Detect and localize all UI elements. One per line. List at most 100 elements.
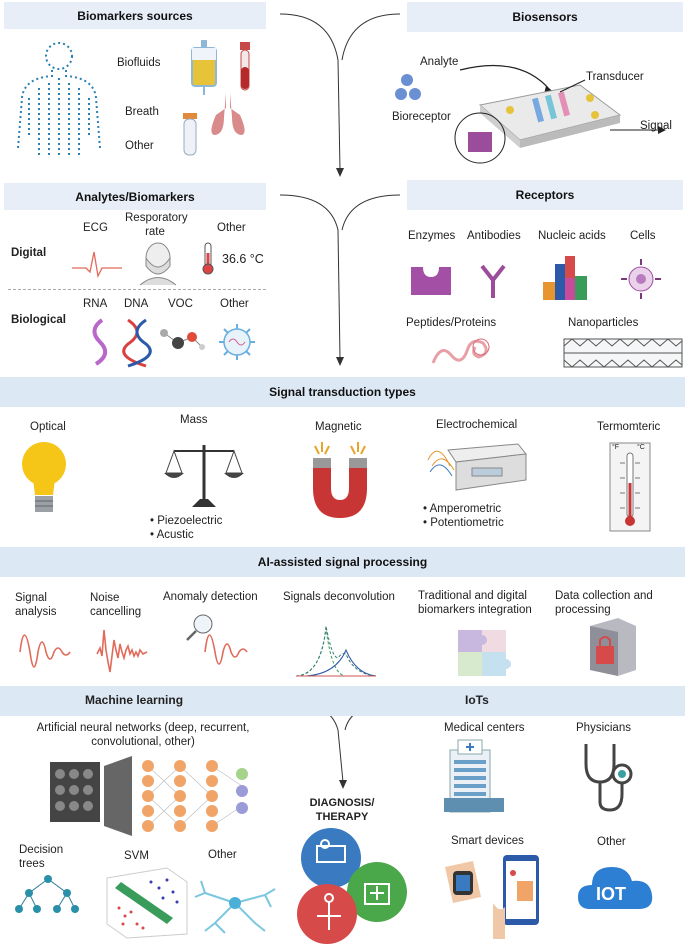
- bioreceptor-label: Bioreceptor: [392, 111, 451, 123]
- decision-tree-icon: [15, 875, 79, 913]
- voc-molecule-icon: [160, 329, 205, 350]
- optical-label: Optical: [30, 421, 66, 433]
- neuron-icon: [194, 880, 276, 934]
- smart-devices-icon: [445, 855, 539, 939]
- thermometer-icon: [202, 242, 214, 275]
- nanotube-icon: [563, 338, 683, 368]
- neural-network-icon: [50, 756, 248, 836]
- potentiostat-icon: [427, 443, 527, 491]
- deconvolution-peaks-icon: [295, 625, 377, 677]
- digital-label: Digital: [11, 247, 47, 259]
- decision-trees-label: Decision trees: [19, 844, 64, 870]
- anomaly-detection-label: Anomaly detection: [163, 591, 258, 603]
- piezoelectric-label: • Piezoelectric: [150, 515, 223, 527]
- signal-label: Signal: [640, 120, 672, 132]
- human-figure-icon: [17, 42, 101, 158]
- biosensors-header: Biosensors: [407, 2, 683, 32]
- amperometric-label: • Amperometric: [423, 503, 502, 515]
- other-biological-label: Other: [220, 298, 249, 310]
- ml-header: Machine learning: [85, 693, 184, 707]
- svm-plot-icon: [106, 867, 188, 939]
- other-digital-label: Other: [217, 222, 246, 234]
- peptide-chain-icon: [431, 338, 490, 364]
- other-ml-label: Other: [208, 849, 237, 861]
- biofluids-label: Biofluids: [117, 57, 161, 69]
- cells-label: Cells: [630, 230, 656, 242]
- ecg-label: ECG: [83, 222, 108, 234]
- analyte-dots-icon: [395, 74, 421, 100]
- anomaly-magnifier-icon: [186, 614, 248, 665]
- antibodies-label: Antibodies: [467, 230, 521, 242]
- biological-label: Biological: [11, 314, 66, 326]
- svm-label: SVM: [124, 850, 149, 862]
- biomarkers-integration-label: Traditional and digital biomarkers integ…: [418, 590, 532, 616]
- iot-cloud-icon: [578, 867, 653, 909]
- transduction-header: Signal transduction types: [0, 377, 685, 407]
- respiratory-rate-label: Resporatory rate: [125, 212, 188, 238]
- celsius-label: °C: [637, 444, 645, 451]
- mass-label: Mass: [180, 414, 208, 426]
- virus-icon: [219, 324, 255, 360]
- breath-label: Breath: [125, 106, 159, 118]
- smart-devices-label: Smart devices: [451, 835, 524, 847]
- acustic-label: • Acustic: [150, 529, 194, 541]
- receptors-header: Receptors: [407, 180, 683, 210]
- noise-cancelling-label: Noise cancelling: [90, 592, 142, 618]
- light-bulb-icon: [22, 442, 66, 512]
- dna-label: DNA: [124, 298, 149, 310]
- medical-centers-label: Medical centers: [444, 722, 525, 734]
- nanoparticles-label: Nanoparticles: [568, 317, 639, 329]
- temperature-value: 36.6 °C: [222, 252, 264, 266]
- signal-wave-icon: [19, 634, 71, 668]
- hospital-icon: [444, 739, 504, 813]
- nucleic-acid-blocks-icon: [543, 256, 587, 300]
- transducer-label: Transducer: [586, 71, 644, 83]
- secure-data-icon: [590, 618, 636, 676]
- voc-label: VOC: [168, 298, 193, 310]
- diagnosis-label: DIAGNOSIS/ THERAPY: [309, 797, 375, 823]
- thermometer-scale-icon: [609, 442, 651, 532]
- physicians-label: Physicians: [576, 722, 631, 734]
- deconvolution-label: Signals deconvolution: [283, 591, 395, 603]
- peptides-label: Peptides/Proteins: [406, 317, 497, 329]
- other-source-label: Other: [125, 140, 154, 152]
- enzyme-icon: [411, 267, 451, 295]
- analytes-header: Analytes/Biomarkers: [4, 183, 266, 210]
- noisy-wave-icon: [96, 629, 148, 673]
- balance-scale-icon: [164, 445, 244, 507]
- rna-strand-icon: [92, 318, 108, 366]
- sample-tube-icon: [183, 113, 197, 156]
- blood-tube-icon: [240, 42, 250, 91]
- lungs-icon: [211, 93, 245, 135]
- dna-helix-icon: [122, 318, 152, 368]
- ecg-wave-icon: [72, 251, 122, 279]
- mask-face-icon: [139, 242, 177, 286]
- other-iot-label: Other: [597, 836, 626, 848]
- potentiometric-label: • Potentiometric: [423, 517, 504, 529]
- iot-logo-text: IOT: [596, 884, 626, 904]
- puzzle-icon: [458, 630, 511, 676]
- divider: [8, 289, 266, 290]
- fahrenheit-label: °F: [612, 444, 620, 451]
- stethoscope-icon: [584, 744, 633, 812]
- termomteric-label: Termomteric: [597, 421, 661, 433]
- blood-bag-icon: [191, 40, 217, 95]
- analyte-label: Analyte: [420, 56, 459, 68]
- nucleic-acids-label: Nucleic acids: [538, 230, 606, 242]
- rna-label: RNA: [83, 298, 108, 310]
- data-collection-label: Data collection and processing: [555, 590, 653, 616]
- enzymes-label: Enzymes: [408, 230, 456, 242]
- signal-analysis-label: Signal analysis: [15, 592, 57, 618]
- diagnosis-therapy-icon: [297, 828, 407, 944]
- ai-header: AI-assisted signal processing: [0, 547, 685, 577]
- ann-label: Artificial neural networks (deep, recurr…: [36, 722, 250, 748]
- ml-iot-band: [0, 686, 685, 716]
- biosensor-chip-icon: [454, 64, 666, 164]
- antibody-icon: [480, 264, 506, 298]
- magnetic-label: Magnetic: [315, 421, 362, 433]
- biomarker-sources-header: Biomarkers sources: [4, 2, 266, 29]
- magnet-icon: [313, 442, 367, 518]
- iot-header: IoTs: [465, 693, 489, 707]
- cell-icon: [621, 259, 661, 299]
- electrochemical-label: Electrochemical: [436, 419, 518, 431]
